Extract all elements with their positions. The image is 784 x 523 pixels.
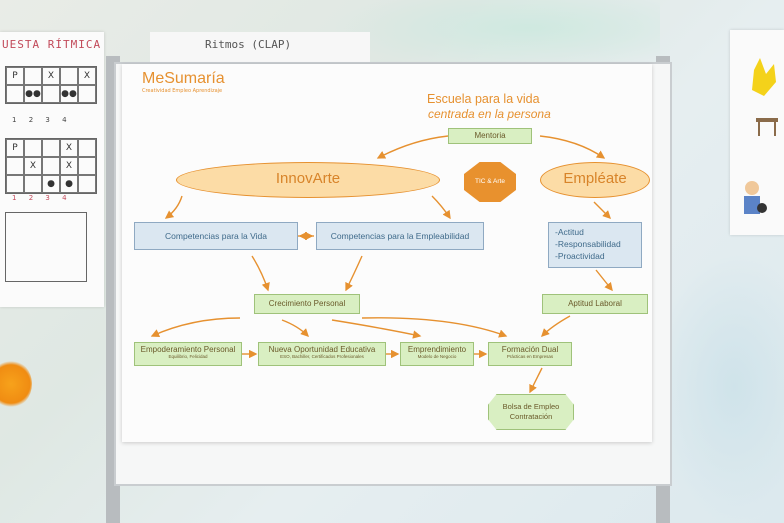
emprendimiento-box: Emprendimiento Modelo de Negocio [400,342,474,366]
wall-light-patch [330,0,660,70]
formacion-label: Formación Dual [501,345,559,354]
competencias-vida-box: Competencias para la Vida [134,222,298,250]
mentoria-box: Mentoria [448,128,532,144]
innovarte-oval: InnovArte [176,162,440,198]
flower-icon [0,360,32,408]
drawing-sheet [730,30,784,235]
crecimiento-box: Crecimiento Personal [254,294,360,314]
aptitud-item: -Proactividad [555,251,605,261]
rhythm-grid-2: P X X X ● ● [5,138,97,194]
rhythm-grid-1-numbers: 1 2 3 4 [12,116,67,124]
aptitud-item: -Actitud [555,227,584,237]
rhythm-sheet: UESTA RÍTMICA P X X ●● ●● 1 2 3 4 P X X … [0,32,104,307]
grid-cell [42,157,60,175]
grid-cell: ●● [24,85,42,103]
grid-cell: X [60,139,78,157]
diagram-poster: MeSumaría Creatividad Empleo Aprendizaje… [122,64,652,442]
logo-name: MeSumaría [142,70,225,87]
emprendimiento-label: Emprendimiento [407,345,467,354]
grid-cell [78,139,96,157]
grid-cell [78,175,96,193]
grid-cell: X [24,157,42,175]
grid-cell: X [78,67,96,85]
top-sheet-text: Ritmos (CLAP) [205,38,292,51]
aptitud-laboral-box: Aptitud Laboral [542,294,648,314]
rhythm-sheet-title: UESTA RÍTMICA [2,38,102,51]
grid-cell: ● [60,175,78,193]
logo-tagline: Creatividad Empleo Aprendizaje [142,88,223,94]
emprendimiento-sub: Modelo de Negocio [417,354,457,359]
beat-number: 2 [28,116,34,124]
grid-cell: ●● [60,85,78,103]
grid-cell [24,139,42,157]
brand-logo: MeSumaría Creatividad Empleo Aprendizaje [142,70,225,94]
rhythm-grid-3 [5,212,87,282]
bolsa-empleo-box: Bolsa de Empleo Contratación [488,394,574,430]
beat-number: 1 [12,194,17,202]
empoderamiento-box: Empoderamiento Personal Equilibrio, Feli… [134,342,242,366]
wall-light-patch-right [650,250,784,523]
bolsa-line1: Bolsa de Empleo [502,402,560,411]
grid-cell: X [60,157,78,175]
grid-cell [6,85,24,103]
empoderamiento-sub: Equilibrio, Felicidad [168,354,208,359]
grid-cell [24,67,42,85]
aptitud-item: -Responsabilidad [555,239,621,249]
grid-cell [78,157,96,175]
formacion-sub: Prácticas en Empresas [506,354,554,359]
rhythm-grid-2-numbers: 1 2 3 4 [12,194,67,202]
oportunidad-box: Nueva Oportunidad Educativa ESO, Bachill… [258,342,386,366]
grid-cell: P [6,139,24,157]
poster-subheading: centrada en la persona [428,107,551,121]
grid-cell [42,85,60,103]
grid-cell: ● [42,175,60,193]
grid-cell: P [6,67,24,85]
children-drawing-icon [744,58,778,214]
beat-number: 2 [28,194,34,202]
oportunidad-label: Nueva Oportunidad Educativa [268,345,376,354]
oportunidad-sub: ESO, Bachiller, Certificados Profesional… [280,354,364,359]
beat-number: 4 [62,194,67,202]
aptitudes-box: -Actitud -Responsabilidad -Proactividad [548,222,642,268]
grid-cell [60,67,78,85]
rhythm-grid-1: P X X ●● ●● [5,66,97,104]
grid-cell [24,175,42,193]
beat-number: 3 [45,116,50,124]
beat-number: 4 [62,116,67,124]
grid-cell: X [42,67,60,85]
competencias-empleabilidad-box: Competencias para la Empleabilidad [316,222,484,250]
beat-number: 1 [12,116,17,124]
beat-number: 3 [45,194,50,202]
empleate-oval: Empléate [540,162,650,198]
flow-arrows [150,135,613,394]
poster-heading: Escuela para la vida [427,92,540,106]
bolsa-line2: Contratación [509,412,553,421]
top-sheet: Ritmos (CLAP) [150,32,370,64]
tic-arte-badge: TIC & Arte [464,162,516,202]
grid-cell [6,175,24,193]
grid-cell [78,85,96,103]
grid-cell [42,139,60,157]
formacion-box: Formación Dual Prácticas en Empresas [488,342,572,366]
grid-cell [6,157,24,175]
empoderamiento-label: Empoderamiento Personal [140,345,236,354]
